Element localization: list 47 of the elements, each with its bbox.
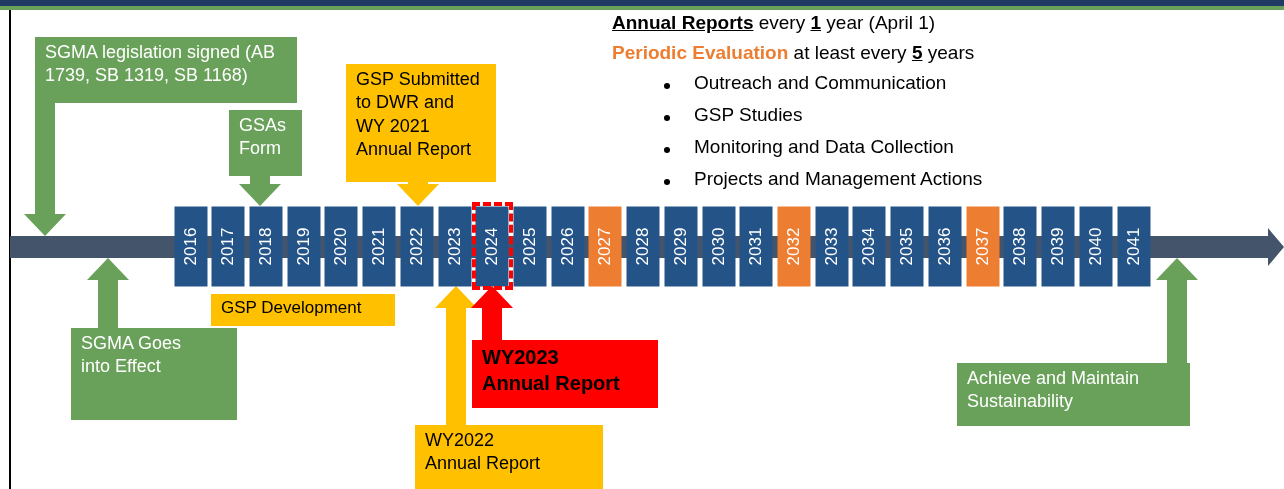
year-box: 2032	[777, 206, 811, 286]
arrow	[24, 103, 66, 236]
bullet-text: Monitoring and Data Collection	[694, 136, 954, 158]
callout-box: WY2022 Annual Report	[415, 425, 603, 489]
year-box: 2022	[400, 206, 434, 286]
heading-text: Annual Reports every 1 year (April 1)	[612, 12, 936, 34]
year-box: 2016	[174, 206, 207, 286]
year-box: 2017	[211, 206, 245, 286]
year-box: 2036	[928, 206, 962, 286]
year-box: 2028	[626, 206, 660, 286]
bullet-text: Projects and Management Actions	[694, 168, 983, 190]
callout-box: GSP Development	[211, 294, 395, 326]
year-box: 2034	[852, 206, 886, 286]
arrow	[471, 286, 513, 340]
arrow	[435, 286, 477, 425]
year-box: 2020	[324, 206, 358, 286]
heading-text: Periodic Evaluation at least every 5 years	[612, 42, 975, 64]
year-box: 2038	[1003, 206, 1037, 286]
year-box: 2035	[890, 206, 924, 286]
year-box: 2021	[362, 206, 396, 286]
callout-box: SGMA legislation signed (AB 1739, SB 1319, SB 1168)	[35, 37, 297, 103]
arrow	[87, 258, 129, 328]
bullet-text: GSP Studies	[694, 104, 803, 126]
year-box: 2025	[513, 206, 547, 286]
arrow	[239, 176, 281, 206]
year-box: 2040	[1079, 206, 1113, 286]
year-box: 2023	[438, 206, 472, 286]
arrow	[397, 182, 439, 206]
callout-box: GSAs Form	[229, 110, 302, 176]
year-box: 2018	[249, 206, 283, 286]
year-box: 2033	[815, 206, 849, 286]
year-box: 2019	[287, 206, 321, 286]
arrow	[1156, 258, 1198, 363]
callout-box: SGMA Goes into Effect	[71, 328, 237, 420]
year-box: 2026	[551, 206, 585, 286]
bullet-text: Outreach and Communication	[694, 72, 947, 94]
year-box: 2031	[739, 206, 773, 286]
year-box: 2037	[966, 206, 1000, 286]
callout-box: GSP Submitted to DWR and WY 2021 Annual Report	[346, 64, 496, 182]
callout-box: Achieve and Maintain Sustainability	[957, 363, 1190, 426]
year-box: 2027	[588, 206, 622, 286]
year-box: 2029	[664, 206, 698, 286]
year-box: 2030	[702, 206, 736, 286]
year-box: 2041	[1117, 206, 1150, 286]
callout-box: WY2023 Annual Report	[472, 340, 658, 408]
year-box: 2039	[1041, 206, 1075, 286]
year-box: 2024	[475, 206, 509, 286]
